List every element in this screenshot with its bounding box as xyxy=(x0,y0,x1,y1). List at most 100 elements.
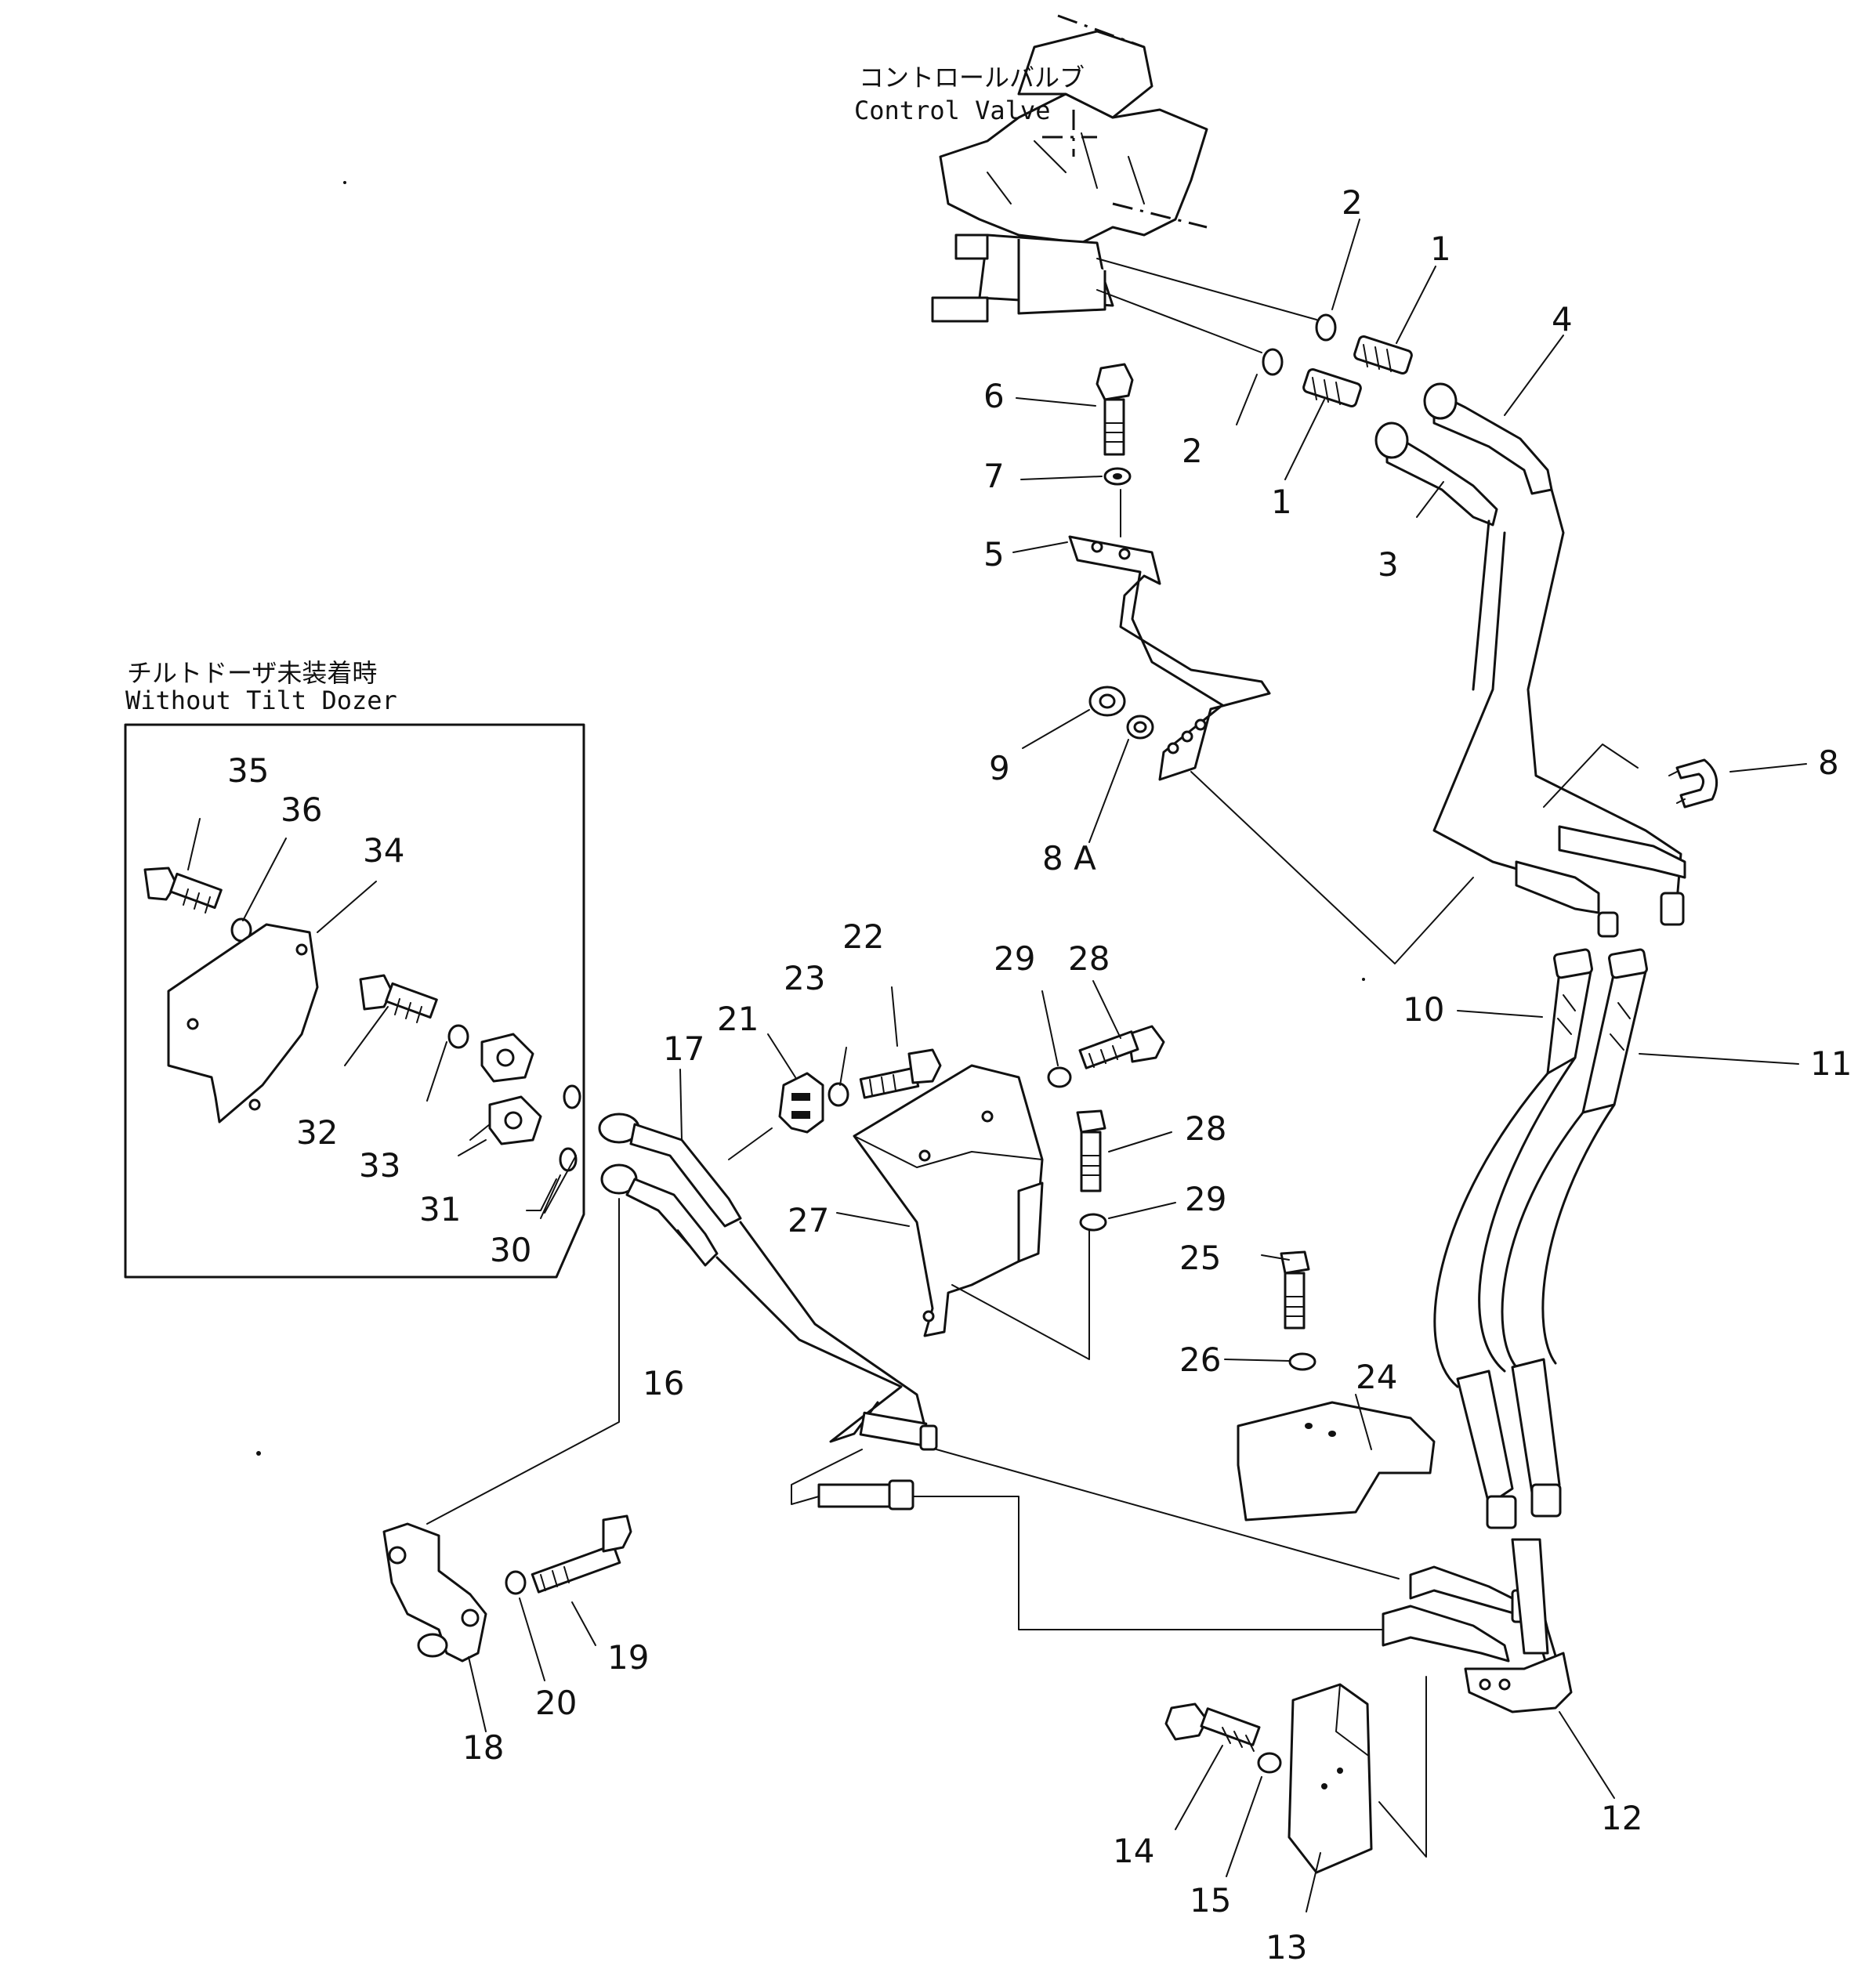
callout-33: 33 xyxy=(359,1146,400,1185)
callout-15: 15 xyxy=(1190,1881,1231,1920)
callout-21: 21 xyxy=(717,1000,759,1038)
callout-23: 23 xyxy=(784,959,825,997)
hose-3 xyxy=(1374,422,1498,526)
callout-12: 12 xyxy=(1601,1799,1642,1837)
callout-1-lower: 1 xyxy=(1271,483,1292,521)
tube-16-guide-line xyxy=(791,1449,863,1505)
control-valve-caption-jp: コントロールバルブ xyxy=(859,63,1085,92)
hose-10 xyxy=(1433,948,1593,1388)
bracket-18 xyxy=(382,1522,487,1663)
bolt-25 xyxy=(1280,1250,1310,1330)
callout-34: 34 xyxy=(363,831,404,870)
tube-17 xyxy=(598,1113,742,1228)
callout-28-lower: 28 xyxy=(1185,1109,1226,1148)
cover-27 xyxy=(853,1064,1044,1337)
washer-33 xyxy=(447,1024,469,1049)
o-ring-30-upper xyxy=(563,1084,581,1109)
plate-31 xyxy=(480,1033,542,1145)
bolt-28-lower xyxy=(1076,1109,1106,1192)
callout-1-upper: 1 xyxy=(1430,230,1451,268)
bracket-13 xyxy=(1287,1683,1373,1874)
hose-10-lower xyxy=(1456,1370,1517,1529)
clamp-bracket xyxy=(1068,535,1271,781)
callout-9: 9 xyxy=(989,749,1010,787)
callout-13: 13 xyxy=(1266,1928,1307,1967)
inset-caption-en: Without Tilt Dozer xyxy=(125,686,397,715)
u-bolt xyxy=(1668,758,1718,809)
callout-36: 36 xyxy=(281,791,322,829)
callout-24: 24 xyxy=(1356,1358,1397,1396)
u-bolt-guide-line xyxy=(1543,744,1639,808)
callout-14: 14 xyxy=(1113,1832,1154,1870)
callout-26: 26 xyxy=(1179,1341,1221,1379)
bolt-14 xyxy=(1164,1702,1261,1752)
hose-4 xyxy=(1423,382,1553,495)
nut-9 xyxy=(1088,686,1126,717)
bracket-12 xyxy=(1464,1652,1573,1713)
bolt-22 xyxy=(859,1048,942,1099)
washer-26 xyxy=(1288,1352,1316,1371)
cover-27-mount-line xyxy=(951,1229,1090,1360)
washer-29-lower xyxy=(1079,1213,1107,1232)
tube-16 xyxy=(600,1163,719,1267)
tube-17-guide-line xyxy=(728,1127,773,1160)
bolt-6 xyxy=(1096,363,1134,456)
speck xyxy=(1362,978,1365,981)
clamp-21 xyxy=(778,1072,824,1134)
tube-right-upper xyxy=(1527,488,1682,903)
tube-fitting-lower-center xyxy=(817,1479,914,1511)
callout-4: 4 xyxy=(1552,300,1573,338)
cover-24 xyxy=(1237,1401,1436,1522)
callout-17: 17 xyxy=(663,1029,704,1068)
speck xyxy=(343,181,346,184)
callout-29-upper: 29 xyxy=(994,939,1035,978)
washer-20 xyxy=(505,1570,527,1595)
hose-11 xyxy=(1501,948,1648,1369)
callout-11: 11 xyxy=(1810,1044,1852,1083)
bracket-mount-line xyxy=(1190,771,1474,964)
tube-right-upper-inner xyxy=(1432,531,1561,883)
o-ring-lower xyxy=(1262,348,1284,376)
callout-3: 3 xyxy=(1378,545,1399,584)
inset-caption-jp: チルトドーザ未装着時 xyxy=(127,658,377,688)
bolt-19 xyxy=(531,1514,632,1594)
tube-connection-line-upper xyxy=(936,1449,1400,1579)
leader-lines xyxy=(187,219,1807,1912)
callout-30: 30 xyxy=(490,1231,531,1269)
tube-right-lower xyxy=(1472,519,1490,691)
callout-5: 5 xyxy=(983,535,1005,574)
speck xyxy=(256,1451,261,1456)
callout-27: 27 xyxy=(788,1201,829,1239)
washer-8a xyxy=(1126,715,1154,740)
bolt-35 xyxy=(143,867,223,914)
callout-20: 20 xyxy=(535,1684,577,1722)
valve-port-line-lower xyxy=(1096,289,1262,353)
plate-34 xyxy=(167,923,319,1123)
tube-elbow-fitting-2 xyxy=(1558,825,1686,879)
tube-17-line xyxy=(739,1221,926,1427)
bolt-28-upper xyxy=(1078,1025,1165,1069)
bracket-13-mount-line xyxy=(1378,1676,1427,1858)
union-upper xyxy=(1353,335,1413,375)
tube-fittings-lower-right xyxy=(1382,1538,1561,1670)
callout-22: 22 xyxy=(842,917,884,956)
callout-18: 18 xyxy=(462,1728,504,1767)
washer-23 xyxy=(828,1082,849,1107)
callout-28-upper: 28 xyxy=(1068,939,1110,978)
tube-fitting-upper-center xyxy=(859,1411,938,1451)
callout-7: 7 xyxy=(983,457,1005,495)
hose-11-lower xyxy=(1511,1358,1562,1518)
callout-25: 25 xyxy=(1179,1239,1221,1277)
inset-frame xyxy=(124,723,585,1279)
callout-6: 6 xyxy=(983,377,1005,415)
callout-10: 10 xyxy=(1403,990,1444,1029)
tube-elbow-fitting xyxy=(1515,860,1600,914)
washer-29-upper xyxy=(1047,1066,1072,1088)
callout-2-upper: 2 xyxy=(1342,183,1363,222)
callout-19: 19 xyxy=(607,1638,649,1677)
elbow-nipple-right xyxy=(1660,892,1685,926)
callout-31: 31 xyxy=(419,1190,461,1228)
tube-connection-line-lower xyxy=(912,1496,1384,1630)
callout-29-lower: 29 xyxy=(1185,1180,1226,1218)
